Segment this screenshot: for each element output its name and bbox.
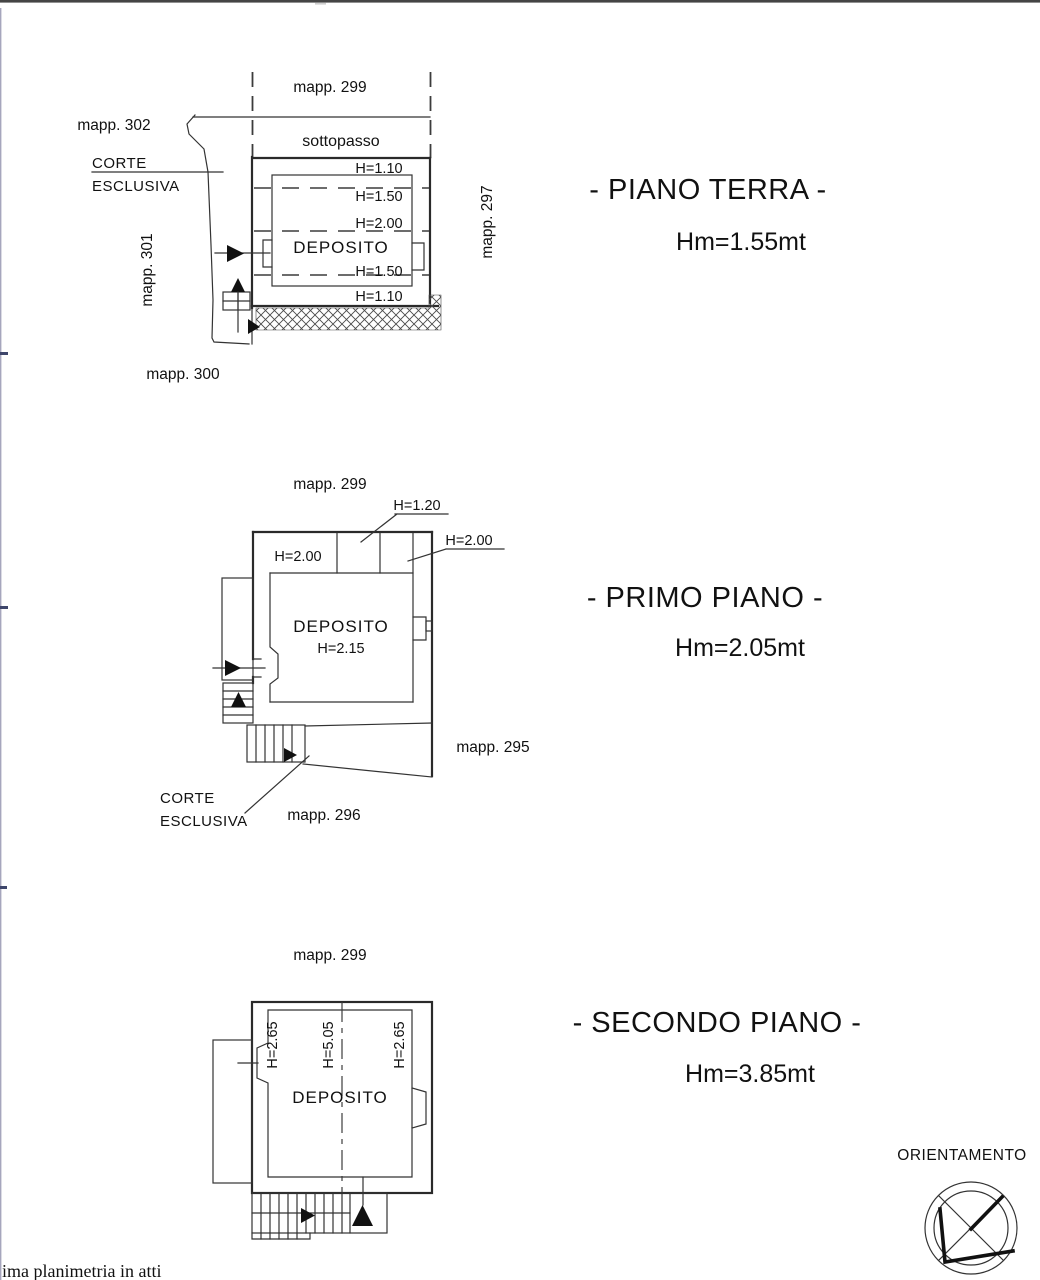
stairs-direction-arrow-icon: [284, 748, 297, 762]
floor-plan-primo-piano: mapp. 299 H=1.20 H=2.00 H=2.00 DEPOSITO …: [160, 476, 530, 830]
mapp-297-label: mapp. 297: [479, 185, 496, 258]
height-mid-label: H=5.05: [321, 1021, 337, 1068]
height-zone-label: H=1.50: [355, 189, 402, 205]
attic-height-mid-label: H=1.20: [393, 498, 440, 514]
attic-cell-divider: [336, 532, 381, 574]
fold-tick-2: [0, 606, 8, 609]
stairs-upper-run: [222, 682, 254, 724]
floor-title: - SECONDO PIANO -: [573, 1007, 862, 1039]
attic-height-left-label: H=2.00: [274, 549, 321, 565]
height-zone-label: H=1.10: [355, 161, 402, 177]
corte-boundary: [186, 114, 250, 345]
entrance-arrow-icon: [227, 245, 244, 262]
left-court-strip: [221, 577, 254, 681]
orientation-compass: ORIENTAMENTO: [897, 1147, 1026, 1275]
deposito-right-recess: [411, 242, 425, 271]
mapp-299-label: mapp. 299: [293, 476, 366, 493]
h200-right-leader: [407, 548, 505, 562]
corte-label: CORTE: [160, 790, 215, 807]
stairs-up-arrow-icon: [352, 1205, 373, 1226]
mapp-302-label: mapp. 302: [77, 117, 150, 134]
room-height-label: H=2.15: [317, 641, 364, 657]
right-niche: [412, 616, 427, 641]
floor-title-piano-terra: - PIANO TERRA - Hm=1.55mt: [589, 174, 826, 256]
mapp-295-label: mapp. 295: [456, 739, 529, 756]
stairs-direction-arrow-icon: [248, 319, 260, 334]
deposito-room-label: DEPOSITO: [293, 617, 389, 636]
ground-hatch: [255, 294, 442, 331]
deposito-room-label: DEPOSITO: [293, 238, 389, 257]
stairs-direction-arrow-icon: [301, 1208, 315, 1223]
sheet-top-border-notch: [315, 2, 326, 5]
deposito-room-outline: [256, 1009, 413, 1178]
floor-plan-secondo-piano: mapp. 299 H=2.65 H=5.05 H=2.65 DEPOSITO: [212, 947, 434, 1240]
courtyard-upper-line: [304, 722, 433, 727]
stairs-up-arrow-icon: [231, 278, 245, 292]
compass-icon: [924, 1181, 1018, 1275]
height-zone-label: H=1.50: [355, 264, 402, 280]
mapp-301-label: mapp. 301: [139, 233, 156, 306]
right-niche: [411, 1087, 427, 1129]
floor-mean-height: Hm=3.85mt: [685, 1060, 815, 1088]
floor-title: - PRIMO PIANO -: [587, 582, 823, 614]
floor-mean-height: Hm=1.55mt: [676, 228, 806, 256]
mapp-299-label: mapp. 299: [293, 79, 366, 96]
height-zone-label: H=1.10: [355, 289, 402, 305]
sottopasso-label: sottopasso: [302, 133, 379, 150]
mapp-300-label: mapp. 300: [146, 366, 220, 383]
h120-leader: [360, 513, 449, 543]
esclusiva-label: ESCLUSIVA: [160, 813, 248, 830]
courtyard-bottom-line: [302, 763, 433, 778]
stairs-up-arrow-icon: [231, 692, 246, 707]
stairs-lower-run: [246, 724, 306, 763]
floor-mean-height: Hm=2.05mt: [675, 634, 805, 662]
height-right-label: H=2.65: [392, 1021, 408, 1068]
corte-leader-line: [244, 755, 310, 814]
stairs-ground-floor: [222, 278, 260, 334]
sheet-top-border: [0, 0, 1040, 3]
footer-note: ima planimetria in atti: [2, 1261, 161, 1280]
mapp-296-label: mapp. 296: [287, 807, 360, 824]
floor-title: - PIANO TERRA -: [589, 174, 826, 206]
stairs-second-floor: [251, 1176, 388, 1240]
attic-height-right-label: H=2.00: [445, 533, 492, 549]
left-annex-outline: [212, 1039, 253, 1184]
mapp-299-label: mapp. 299: [293, 947, 366, 964]
height-zone-label: H=2.00: [355, 216, 402, 232]
orientamento-label: ORIENTAMENTO: [897, 1147, 1026, 1164]
right-niche-box: [425, 620, 433, 632]
floor-title-secondo-piano: - SECONDO PIANO - Hm=3.85mt: [573, 1007, 862, 1088]
corte-label: CORTE: [92, 155, 147, 172]
inner-left-wall: [269, 572, 279, 703]
deposito-room-label: DEPOSITO: [292, 1088, 388, 1107]
height-left-label: H=2.65: [265, 1021, 281, 1068]
door-jamb-ticks: [252, 658, 262, 678]
sheet-left-border: [0, 8, 2, 1280]
deposito-room-outline: [271, 174, 413, 287]
floor-plan-piano-terra: mapp. 299 mapp. 302 sottopasso CORTE ESC…: [77, 72, 496, 383]
fold-tick-1: [0, 352, 8, 355]
fold-tick-3: [0, 886, 7, 889]
entrance-arrow-icon: [225, 660, 241, 676]
floor-title-primo-piano: - PRIMO PIANO - Hm=2.05mt: [587, 582, 823, 662]
esclusiva-label: ESCLUSIVA: [92, 178, 180, 195]
